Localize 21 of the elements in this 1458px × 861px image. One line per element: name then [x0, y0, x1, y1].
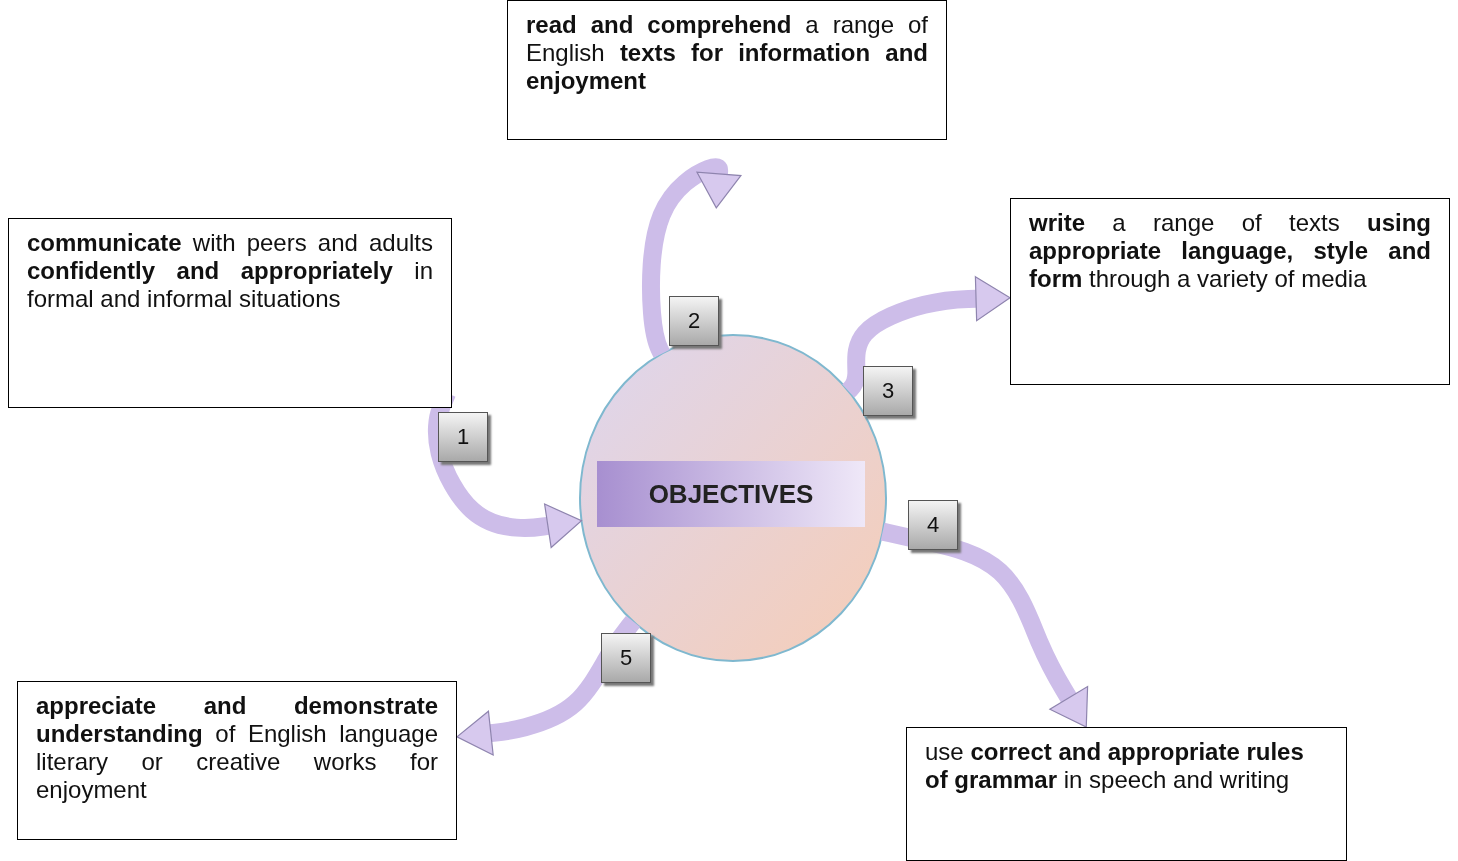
curved-arrow — [427, 394, 583, 549]
step-number-badge: 1 — [438, 412, 488, 462]
step-number-badge: 2 — [669, 296, 719, 346]
title-band: OBJECTIVES — [597, 461, 865, 527]
step-number-badge: 5 — [601, 633, 651, 683]
objective-box — [8, 218, 452, 408]
step-number-badge: 3 — [863, 366, 913, 416]
objective-text: use correct and appropriate rules of grammar in speech and writing — [925, 738, 1305, 795]
step-number-badge: 4 — [908, 500, 958, 550]
objective-box — [17, 681, 457, 840]
objective-box — [906, 727, 1347, 861]
curved-arrow — [879, 522, 1089, 728]
objective-text: appreciate and demonstrate understanding of English language literary or creative works for enjoyment — [36, 692, 438, 805]
objective-box — [507, 0, 947, 140]
curved-arrow — [456, 615, 641, 756]
objective-text: write a range of texts using appropriate language, style and form through a variety of media — [1029, 209, 1431, 294]
curved-arrow — [642, 158, 742, 359]
objective-text: read and comprehend a range of English texts for information and enjoyment — [526, 11, 928, 96]
curved-arrow — [841, 276, 1011, 399]
objective-text: communicate with peers and adults confidently and appropriately in formal and informal situations — [27, 229, 433, 314]
objective-box — [1010, 198, 1450, 385]
